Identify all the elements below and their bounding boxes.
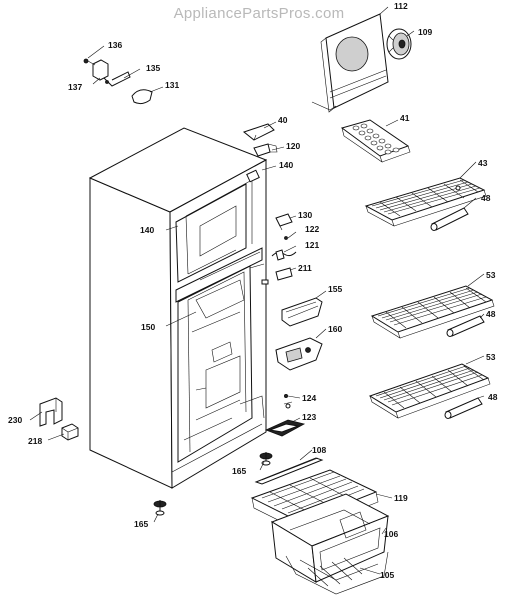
trim-strip-108 <box>254 457 324 485</box>
cover-123 <box>264 419 306 437</box>
label-211: 211 <box>298 263 312 273</box>
label-106: 106 <box>384 529 398 539</box>
label-230: 230 <box>8 415 22 425</box>
shelf-support-48c <box>444 397 483 419</box>
light-cover-40 <box>242 123 275 141</box>
drawer-cover-155 <box>281 297 323 327</box>
label-122: 122 <box>305 224 319 234</box>
shelf-support-48a <box>430 207 469 231</box>
label-150: 150 <box>141 322 155 332</box>
label-155: 155 <box>328 284 342 294</box>
label-140-left: 140 <box>140 225 154 235</box>
cover-218 <box>61 423 79 441</box>
crisper-drawer-106 <box>270 493 390 583</box>
fasteners-124 <box>283 393 293 409</box>
label-108: 108 <box>312 445 326 455</box>
label-130: 130 <box>298 210 312 220</box>
label-53-lower: 53 <box>486 352 496 362</box>
hinge-bracket-230 <box>39 397 63 427</box>
label-160: 160 <box>328 324 342 334</box>
label-165-lower: 165 <box>134 519 148 529</box>
label-131: 131 <box>165 80 179 90</box>
label-120: 120 <box>286 141 300 151</box>
label-109: 109 <box>418 27 432 37</box>
thermostat-parts <box>83 58 153 105</box>
label-41: 41 <box>400 113 410 123</box>
fan-motor-109 <box>386 28 412 60</box>
light-socket-120 <box>253 143 278 157</box>
label-48-bottom: 48 <box>488 392 498 402</box>
shelf-53-lower <box>368 363 491 419</box>
shelf-53-upper <box>370 285 495 339</box>
shelf-support-48b <box>446 315 485 337</box>
control-housing-160 <box>275 337 323 371</box>
label-53-upper: 53 <box>486 270 496 280</box>
evaporator-cover-112 <box>311 13 389 113</box>
label-43: 43 <box>478 158 488 168</box>
label-135: 135 <box>146 63 160 73</box>
label-112: 112 <box>394 1 408 11</box>
label-136: 136 <box>108 40 122 50</box>
shelf-43 <box>364 177 487 227</box>
watermark: AppliancePartsPros.com <box>173 5 345 22</box>
control-parts <box>271 213 297 281</box>
leveling-foot-165a <box>259 452 273 466</box>
label-124: 124 <box>302 393 316 403</box>
label-40: 40 <box>278 115 288 125</box>
part-labels: 112 109 136 135 137 131 40 41 120 140 43… <box>8 1 498 580</box>
ice-tray-41 <box>340 119 411 163</box>
label-105: 105 <box>380 570 394 580</box>
label-121: 121 <box>305 240 319 250</box>
refrigerator-cabinet <box>88 127 269 489</box>
leveling-foot-165b <box>153 500 167 516</box>
label-137: 137 <box>68 82 82 92</box>
label-48-top: 48 <box>481 193 491 203</box>
label-140-top: 140 <box>279 160 293 170</box>
label-48-middle: 48 <box>486 309 496 319</box>
label-119: 119 <box>394 493 408 503</box>
label-123: 123 <box>302 412 316 422</box>
leader-lines <box>29 6 485 575</box>
label-165-upper: 165 <box>232 466 246 476</box>
label-218: 218 <box>28 436 42 446</box>
